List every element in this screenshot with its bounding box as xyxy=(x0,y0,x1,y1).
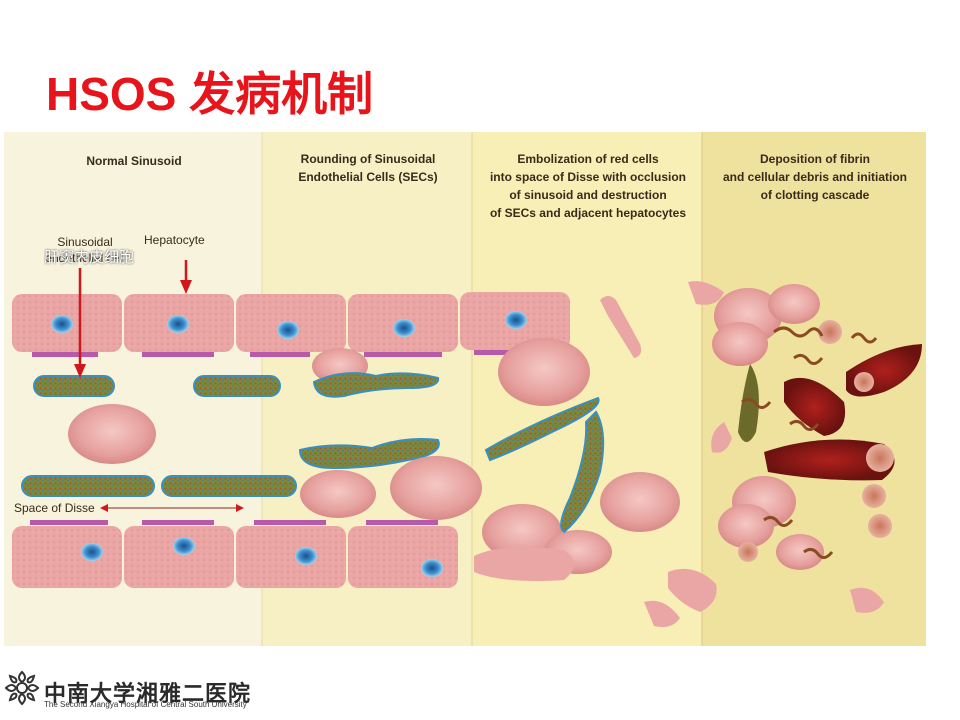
panel-heading-embolization: Embolization of red cells into space of … xyxy=(489,152,687,220)
annotation-arrows xyxy=(74,260,244,512)
panel-heading-normal: Normal Sinusoid xyxy=(86,154,182,168)
rounded-endothelial-cells xyxy=(298,348,482,520)
hospital-name-cn: 中南大学湘雅二医院 xyxy=(44,681,252,707)
pathology-diagram: Normal Sinusoid Rounding of Sinusoidal E… xyxy=(4,132,926,646)
hepatocyte-label: Hepatocyte xyxy=(144,233,205,247)
hepatocyte-row-top xyxy=(12,292,570,357)
embolized-red-cells xyxy=(474,281,724,627)
panel-heading-deposition: Deposition of fibrin and cellular debris… xyxy=(722,152,908,202)
hospital-name-en: The Second Xiangya Hospital of Central S… xyxy=(44,700,247,709)
sec-chinese-label: 肝窦内皮细胞 xyxy=(44,248,135,266)
fibrin-and-debris xyxy=(711,284,922,613)
slide-title: HSOS 发病机制 xyxy=(46,68,374,120)
panel-heading-rounding: Rounding of Sinusoidal Endothelial Cells… xyxy=(298,152,438,184)
hepatocyte-row-bottom xyxy=(12,520,458,588)
hospital-footer xyxy=(0,660,260,720)
hospital-emblem-icon xyxy=(4,670,40,706)
red-blood-cell xyxy=(68,404,156,464)
sec-label: Sinusoidal endothelial cell xyxy=(45,235,125,265)
space-of-disse-label: Space of Disse xyxy=(14,501,95,515)
endothelial-cells-normal xyxy=(21,375,297,497)
